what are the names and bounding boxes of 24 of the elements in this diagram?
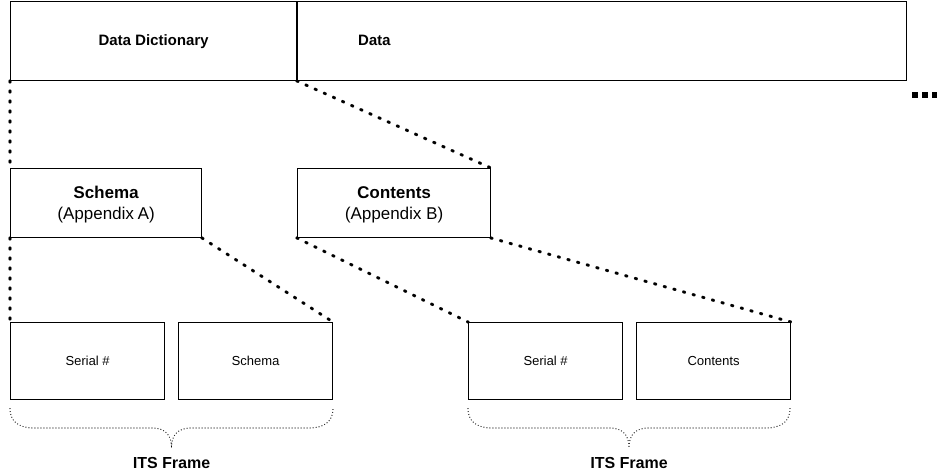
field-box xyxy=(636,322,791,400)
box-label: Data Dictionary xyxy=(98,30,209,51)
dotted-line xyxy=(296,80,492,170)
section-box xyxy=(10,168,202,238)
section-box xyxy=(297,168,491,238)
dotted-line xyxy=(296,236,470,324)
dotted-line xyxy=(490,236,792,324)
box-label: Contents xyxy=(687,352,740,370)
box-subtitle: (Appendix A) xyxy=(57,203,155,224)
box-label: Serial # xyxy=(65,352,110,370)
box-heading: Contents xyxy=(357,182,431,203)
segment-box xyxy=(10,1,297,81)
dotted-line xyxy=(8,236,12,324)
segment-box xyxy=(297,1,907,81)
box-heading: Schema xyxy=(73,182,139,203)
field-box xyxy=(178,322,333,400)
box-subtitle: (Appendix B) xyxy=(344,203,444,224)
box-label: Data xyxy=(358,30,391,51)
field-box xyxy=(10,322,165,400)
group-label: ITS Frame xyxy=(132,454,210,474)
box-label: Serial # xyxy=(523,352,568,370)
box-label: Schema xyxy=(232,352,280,370)
group-label: ITS Frame xyxy=(590,454,668,474)
field-box xyxy=(468,322,623,400)
